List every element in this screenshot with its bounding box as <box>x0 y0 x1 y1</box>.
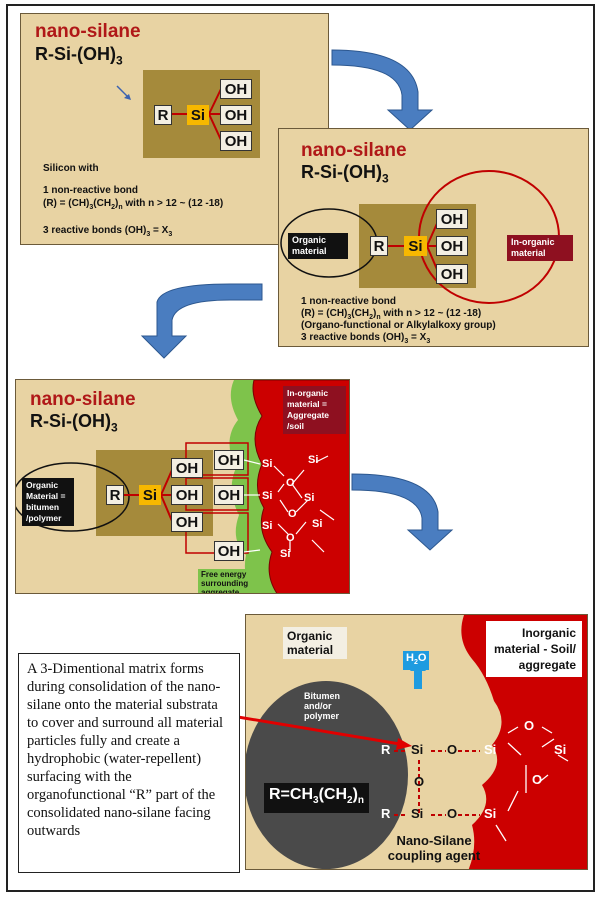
description-line: (R) = (CH)3(CH2)n with n > 12 ~ (12 -18) <box>43 198 224 211</box>
silicon-atom: Si <box>411 806 424 821</box>
surface-hydroxyl-box: OH <box>214 541 244 561</box>
panel-title: nano-silane <box>30 389 136 410</box>
organic-material-label: Organic material <box>288 233 348 259</box>
pointer-arrow <box>116 85 131 100</box>
coupling-agent-label: Nano-Silane coupling agent <box>387 833 481 863</box>
description-line: (Organo-functional or Alkylalkoxy group) <box>301 320 496 331</box>
r-group-box: R <box>370 236 388 256</box>
aggregate-atom: O <box>524 718 535 733</box>
inorganic-material-label: Inorganic material - Soil/ aggregate <box>486 621 582 677</box>
description-line: 3 reactive bonds (OH)3 = X3 <box>43 225 173 238</box>
aggregate-atom: Si <box>484 742 497 757</box>
explanation-note: A 3-Dimentional matrix forms during cons… <box>18 653 240 873</box>
inorganic-material-label: In-organic material <box>507 235 573 261</box>
hydroxyl-box: OH <box>436 209 468 229</box>
r-group-box: R <box>106 485 124 505</box>
aggregate-atom: Si <box>312 518 323 530</box>
oxygen-atom: O <box>447 806 458 821</box>
silane-formula: R-Si-(OH)3 <box>301 162 389 186</box>
silane-formula: R-Si-(OH)3 <box>35 44 123 68</box>
panel-nano-silane-structure: nano-silane R-Si-(OH)3 R Si OH OH OH Sil… <box>20 13 329 245</box>
aggregate-atom: Si <box>484 806 497 821</box>
aggregate-atom: Si <box>262 490 273 502</box>
water-label: H2O <box>403 651 430 671</box>
figure-frame <box>6 4 595 892</box>
silicon-atom: Si <box>411 742 424 757</box>
hydroxyl-box: OH <box>436 236 468 256</box>
surface-hydroxyl-box: OH <box>214 450 244 470</box>
free-energy-label: Free energy surrounding aggregate <box>198 569 264 593</box>
r-group: R <box>381 742 391 757</box>
aggregate-atom: O <box>286 532 295 544</box>
aggregate-atom: Si <box>304 492 315 504</box>
aggregate-atom: Si <box>554 742 567 757</box>
aggregate-atom: Si <box>308 454 319 466</box>
panel4-shapes <box>246 615 587 869</box>
description-line: 3 reactive bonds (OH)3 = X3 <box>301 332 431 345</box>
panel-coupling-agent: Organic material Inorganic material - So… <box>245 614 588 870</box>
hydroxyl-box: OH <box>171 485 203 505</box>
description-line: Silicon with <box>43 163 99 174</box>
r-formula-label: R=CH3(CH2)n <box>264 783 370 814</box>
aggregate-atom: Si <box>262 458 273 470</box>
surface-hydroxyl-box: OH <box>214 485 244 505</box>
aggregate-atom: Si <box>262 520 273 532</box>
aggregate-atom: O <box>532 772 543 787</box>
bitumen-label: Bitumen and/or polymer <box>304 691 340 721</box>
silane-formula: R-Si-(OH)3 <box>30 411 118 435</box>
hydroxyl-box: OH <box>220 79 252 99</box>
silicon-atom: Si <box>404 236 427 256</box>
hydroxyl-box: OH <box>171 512 203 532</box>
description-line: 1 non-reactive bond <box>301 296 397 307</box>
hydroxyl-box: OH <box>436 264 468 284</box>
panel-organic-inorganic: nano-silane R-Si-(OH)3 Organic material … <box>278 128 589 347</box>
panel-title: nano-silane <box>301 140 407 161</box>
panel-title: nano-silane <box>35 21 141 42</box>
oxygen-atom: O <box>414 774 425 789</box>
description-line: 1 non-reactive bond <box>43 185 139 196</box>
hydroxyl-box: OH <box>220 131 252 151</box>
inorganic-material-label: In-organic material = Aggregate /soil <box>283 386 346 434</box>
aggregate-atom: O <box>286 477 295 489</box>
hydroxyl-box: OH <box>171 458 203 478</box>
aggregate-atom: Si <box>280 548 291 560</box>
description-line: (R) = (CH)3(CH2)n with n > 12 ~ (12 -18) <box>301 308 482 321</box>
oxygen-atom: O <box>447 742 458 757</box>
silicon-atom: Si <box>187 105 209 125</box>
hydroxyl-box: OH <box>220 105 252 125</box>
r-group-box: R <box>154 105 172 125</box>
panel-aggregate-bonding: nano-silane R-Si-(OH)3 Organic M <box>15 379 350 594</box>
r-group: R <box>381 806 391 821</box>
bond-lines <box>171 88 222 141</box>
aggregate-atom: O <box>288 508 297 520</box>
silicon-atom: Si <box>139 485 161 505</box>
organic-material-label: Organic Material = bitumen /polymer <box>22 478 74 526</box>
organic-material-label: Organic material <box>283 627 347 659</box>
